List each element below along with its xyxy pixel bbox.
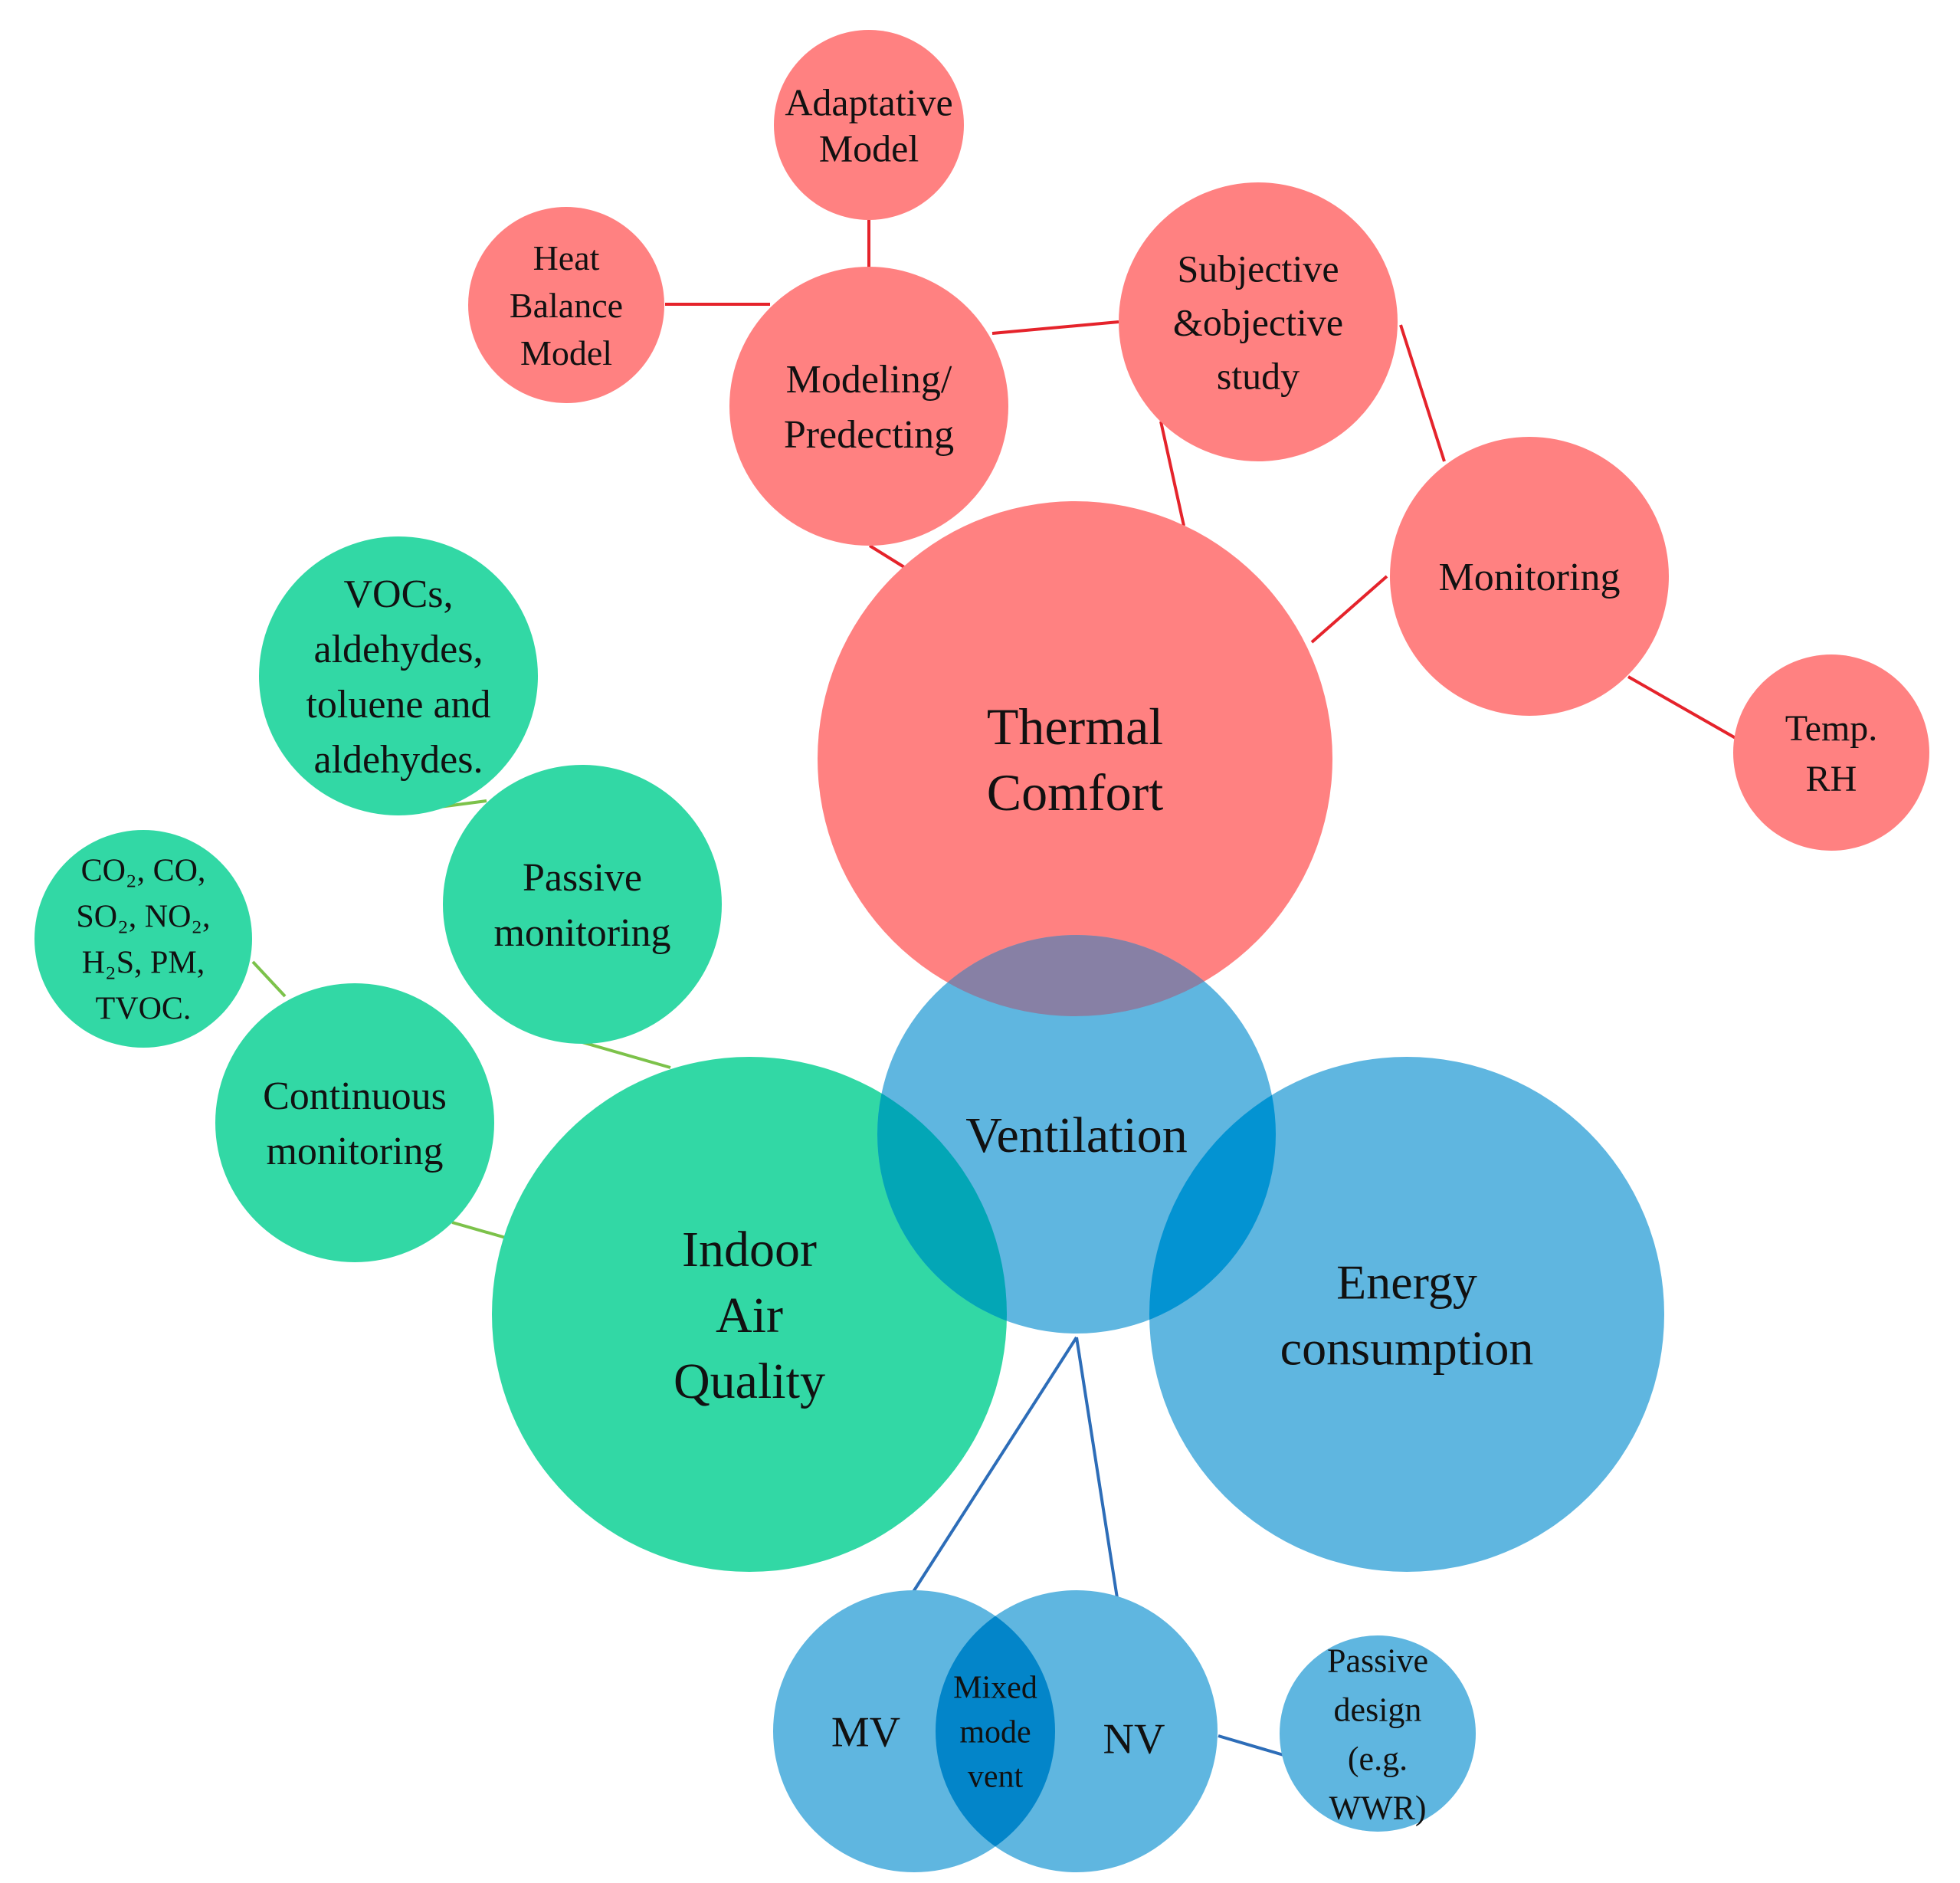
label-line: CO₂, CO, [81,854,206,889]
mv-label: MV [831,1709,900,1757]
modeling-label: Modeling/Predecting [784,358,954,457]
passive-design-circle [1280,1635,1476,1832]
label-line: Ventilation [965,1107,1188,1163]
label-line: Model [819,127,919,170]
link-passive-iaq [582,1041,671,1069]
label-line: Thermal [987,697,1163,756]
label-line: MV [831,1709,900,1757]
label-line: consumption [1280,1320,1534,1375]
temp-rh-label: Temp. RH [1785,708,1878,799]
label-line: study [1217,355,1300,398]
label-line: TVOC. [96,992,192,1027]
link-monitoring-thermal [1310,575,1388,644]
link-modeling-thermal [868,544,906,569]
passive-monitoring-label: Passive monitoring [493,856,670,955]
subjective-circle [1119,182,1398,461]
label-line: Comfort [987,763,1164,822]
iaq-cluster [34,536,1007,1572]
label-line: Mixed [953,1671,1037,1706]
label-line: Temp. [1785,708,1878,749]
link-subjective-monitoring [1399,324,1446,462]
label-line: Monitoring [1439,556,1621,599]
label-line: NV [1103,1716,1165,1763]
mixed-mode-label: Mixed mode vent [953,1671,1037,1795]
link-subjective-thermal [1159,421,1185,527]
link-vent-mv [910,1336,1078,1596]
label-line: Continuous [263,1074,447,1118]
modeling-circle [729,267,1008,546]
label-line: Subjective [1177,248,1339,290]
label-line: RH [1806,759,1857,799]
link-modeling-subjective [991,320,1119,335]
continuous-monitoring-circle [215,983,494,1262]
label-line: Modeling/ [786,358,952,402]
iaq-circle [492,1057,1007,1572]
monitoring-circle [1390,437,1669,716]
label-line: Adaptative [785,81,952,124]
label-line: monitoring [266,1130,443,1173]
link-pollutants-continuous [251,960,287,998]
label-line: (e.g. [1348,1740,1408,1777]
link-continuous-iaq [451,1221,506,1239]
label-line: mode [959,1715,1031,1750]
label-line: VOCs, [343,572,453,616]
label-line: vent [968,1760,1024,1795]
subjective-label: Subjective&objective study [1173,248,1343,398]
adaptative-model-circle [774,30,964,220]
continuous-monitoring-label: Continuous monitoring [263,1074,447,1173]
thermal-comfort-circle [818,501,1332,1016]
overlap-mv-nv [936,1590,1055,1872]
label-line: Indoor [682,1222,817,1278]
label-line: SO₂, NO₂, [76,900,210,935]
overlap-vent-energy [1149,1057,1276,1334]
label-line: Air [716,1288,783,1343]
pollutants-label: CO₂, CO, SO₂, NO₂, H₂S, PM, TVOC. [76,854,210,1027]
label-line: Quality [674,1353,825,1409]
label-line: Energy [1336,1255,1477,1309]
label-line: Model [520,333,612,372]
label-line: monitoring [493,911,670,955]
vocs-label: VOCs, aldehydes, toluene and aldehydes. [306,572,490,782]
link-vent-nv [1075,1337,1119,1599]
passive-design-label: Passive design (e.g. WWR) [1327,1642,1428,1826]
link-nv-passivedesign [1218,1734,1284,1757]
passive-monitoring-circle [443,765,722,1044]
ventilation-cluster [877,935,1664,1572]
mode-cluster [773,1590,1476,1872]
label-line: aldehydes, [314,628,483,671]
ventilation-label: Ventilation [965,1107,1188,1163]
label-line: aldehydes. [314,738,483,782]
monitoring-label: Monitoring [1439,556,1621,599]
energy-label: Energy consumption [1280,1255,1534,1375]
label-line: Passive [1327,1642,1428,1679]
label-line: design [1334,1691,1422,1728]
heat-balance-circle [468,207,664,403]
connector-lines [251,220,1736,1757]
pollutants-circle [34,830,252,1048]
label-line: Heat [533,238,600,277]
label-line: &objective [1173,301,1343,344]
label-line: H₂S, PM, [82,946,205,981]
nv-label: NV [1103,1716,1165,1763]
label-line: WWR) [1329,1789,1426,1826]
temp-rh-circle [1733,654,1929,851]
label-line: Predecting [784,413,954,457]
link-monitoring-temp [1627,675,1736,740]
energy-circle [1149,1057,1664,1572]
vocs-circle [259,536,538,815]
overlap-iaq-vent [877,1057,1007,1334]
label-line: toluene and [306,683,490,727]
label-line: Balance [510,286,623,325]
thermal-cluster [468,30,1929,1016]
label-line: Passive [523,856,642,900]
